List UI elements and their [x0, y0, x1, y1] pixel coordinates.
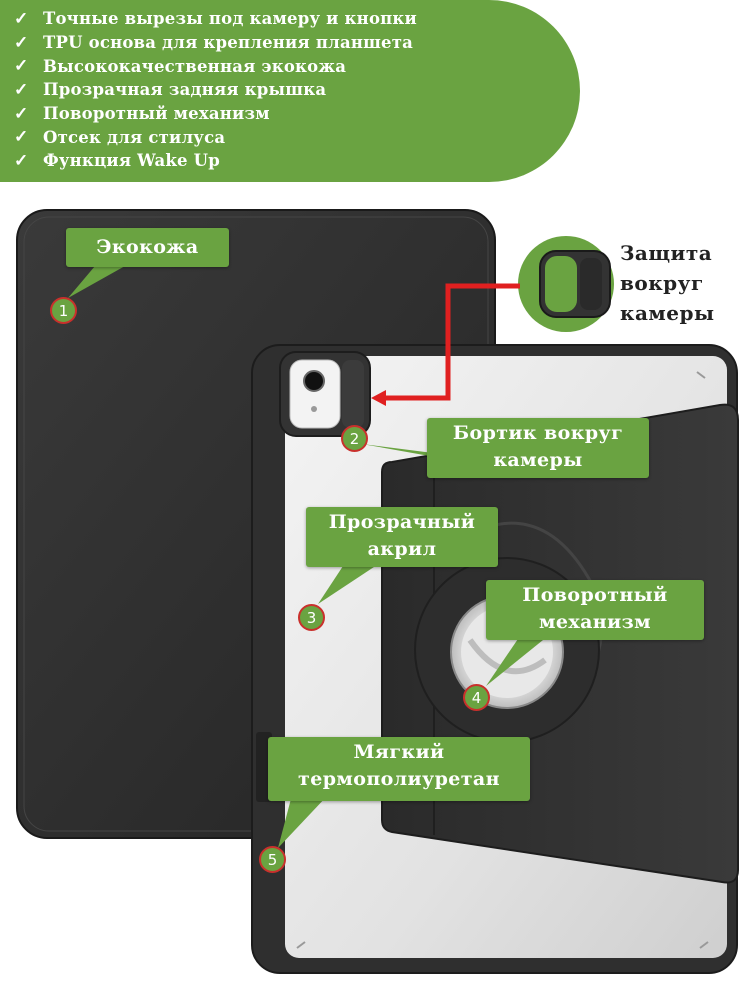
check-icon: ✓	[14, 32, 29, 53]
callout-tpu-line2: термополиуретан	[298, 768, 500, 790]
badge-4: 4	[463, 684, 490, 711]
callout-leather: Экокожа	[66, 228, 229, 267]
check-icon: ✓	[14, 150, 29, 171]
camera-protection-line2: вокруг	[620, 271, 704, 295]
feature-text: Отсек для стилуса	[43, 127, 226, 147]
callout-acrylic: Прозрачный акрил	[306, 507, 498, 567]
callout-camera-rim: Бортик вокруг камеры	[427, 418, 649, 478]
camera-arrow	[371, 283, 520, 406]
check-icon: ✓	[14, 8, 29, 29]
feature-item: ✓ TPU основа для крепления планшета	[0, 31, 580, 55]
feature-text: Функция Wake Up	[43, 151, 220, 171]
callout-tpu: Мягкий термополиуретан	[268, 737, 530, 801]
feature-item: ✓ Функция Wake Up	[0, 149, 580, 173]
feature-item: ✓ Поворотный механизм	[0, 102, 580, 126]
callout-pointers	[68, 266, 548, 848]
callout-camera-rim-line1: Бортик вокруг	[452, 422, 624, 444]
feature-text: Высококачественная экокожа	[43, 56, 347, 76]
callout-rotation-line2: механизм	[538, 611, 652, 633]
callout-leather-text: Экокожа	[96, 236, 199, 258]
feature-text: Прозрачная задняя крышка	[43, 80, 327, 100]
feature-text: Точные вырезы под камеру и кнопки	[43, 9, 417, 29]
feature-item: ✓ Точные вырезы под камеру и кнопки	[0, 7, 580, 31]
callout-camera-rim-line2: камеры	[493, 449, 583, 471]
feature-text: Поворотный механизм	[43, 104, 270, 124]
feature-text: TPU основа для крепления планшета	[43, 33, 414, 53]
callout-acrylic-line1: Прозрачный	[328, 511, 476, 533]
features-banner: ✓ Точные вырезы под камеру и кнопки ✓ TPU …	[0, 0, 580, 182]
check-icon: ✓	[14, 127, 29, 148]
feature-item: ✓ Высококачественная экокожа	[0, 54, 580, 78]
camera-protection-line3: камеры	[620, 301, 715, 325]
badge-1: 1	[50, 297, 77, 324]
check-icon: ✓	[14, 79, 29, 100]
callout-tpu-line1: Мягкий	[353, 741, 445, 763]
check-icon: ✓	[14, 103, 29, 124]
callout-acrylic-line2: акрил	[367, 538, 437, 560]
badge-5: 5	[259, 846, 286, 873]
camera-protection-label: Защита вокруг камеры	[620, 238, 750, 328]
callout-rotation: Поворотный механизм	[486, 580, 704, 640]
camera-protection-inset	[518, 236, 614, 332]
callout-rotation-line1: Поворотный	[522, 584, 668, 606]
camera-protection-line1: Защита	[620, 241, 713, 265]
feature-item: ✓ Прозрачная задняя крышка	[0, 78, 580, 102]
feature-item: ✓ Отсек для стилуса	[0, 125, 580, 149]
badge-2: 2	[341, 425, 368, 452]
badge-3: 3	[298, 604, 325, 631]
check-icon: ✓	[14, 56, 29, 77]
